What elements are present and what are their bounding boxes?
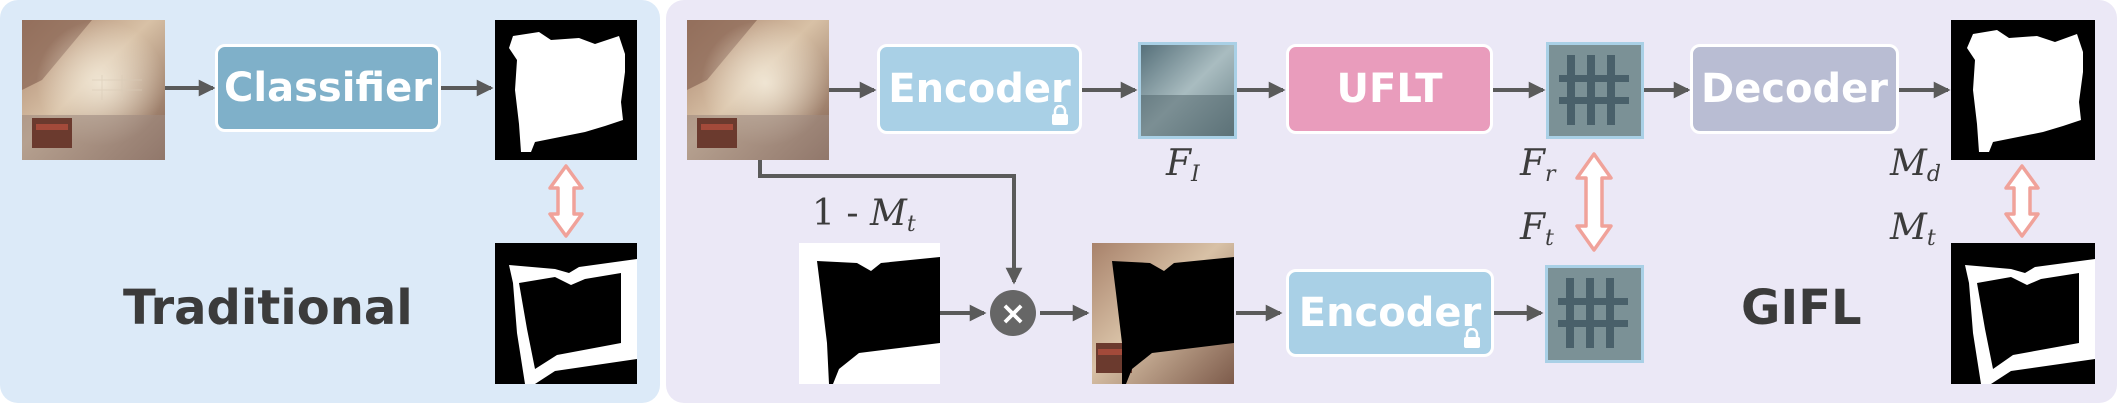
compare-arrows <box>548 152 2040 252</box>
compare-arrow-features <box>1575 152 1613 252</box>
compare-arrow-traditional <box>548 164 584 238</box>
predicted-mask-traditional <box>495 20 637 160</box>
traditional-title: Traditional <box>123 280 413 336</box>
label-fr: Fr <box>1520 143 1556 187</box>
ground-truth-mask-gifl <box>1951 243 2095 384</box>
classifier-label: Classifier <box>224 65 432 111</box>
feature-map-fi <box>1138 42 1237 139</box>
lock-icon <box>1464 328 1480 348</box>
room-photo-gifl <box>687 20 829 160</box>
room-photo <box>22 20 165 160</box>
gt-mask-shape <box>495 243 637 384</box>
label-mt: Mt <box>1890 207 1936 251</box>
compare-arrow-masks <box>2004 164 2040 238</box>
gifl-title: GIFL <box>1741 280 1862 336</box>
encoder-block-bottom: Encoder <box>1286 269 1494 357</box>
label-ft: Ft <box>1520 207 1554 251</box>
arrow-image-to-multiply <box>758 158 1023 285</box>
predicted-mask-gifl <box>1951 20 2095 160</box>
classifier-block: Classifier <box>215 44 441 132</box>
encoder-bottom-label: Encoder <box>1298 290 1482 336</box>
feature-fr-texture <box>1549 45 1641 136</box>
uflt-block: UFLT <box>1286 44 1493 134</box>
feature-fi-texture <box>1141 45 1234 136</box>
masked-image-content <box>1092 243 1234 384</box>
label-fi: FI <box>1166 143 1200 187</box>
masked-image <box>1092 243 1234 384</box>
encoder-block-top: Encoder <box>877 44 1082 134</box>
feature-map-ft <box>1545 265 1644 363</box>
feature-ft-texture <box>1548 268 1641 360</box>
mt-mask-shape <box>1951 243 2095 384</box>
predicted-mask-shape <box>509 32 625 152</box>
ground-truth-mask-traditional <box>495 243 637 384</box>
decoder-block: Decoder <box>1690 44 1899 134</box>
uflt-label: UFLT <box>1336 66 1443 112</box>
lock-icon <box>1052 105 1068 125</box>
multiply-icon: × <box>990 290 1036 336</box>
label-md: Md <box>1890 143 1941 187</box>
inverted-mask <box>799 243 940 384</box>
inverted-mask-shape <box>799 243 940 384</box>
input-image-traditional <box>22 20 165 160</box>
md-mask-shape <box>1967 30 2083 152</box>
decoder-label: Decoder <box>1700 66 1888 112</box>
feature-map-fr <box>1546 42 1644 139</box>
input-image-gifl <box>687 20 829 160</box>
label-one-minus-mt: 1 - Mt <box>812 193 916 237</box>
encoder-top-label: Encoder <box>888 66 1071 112</box>
